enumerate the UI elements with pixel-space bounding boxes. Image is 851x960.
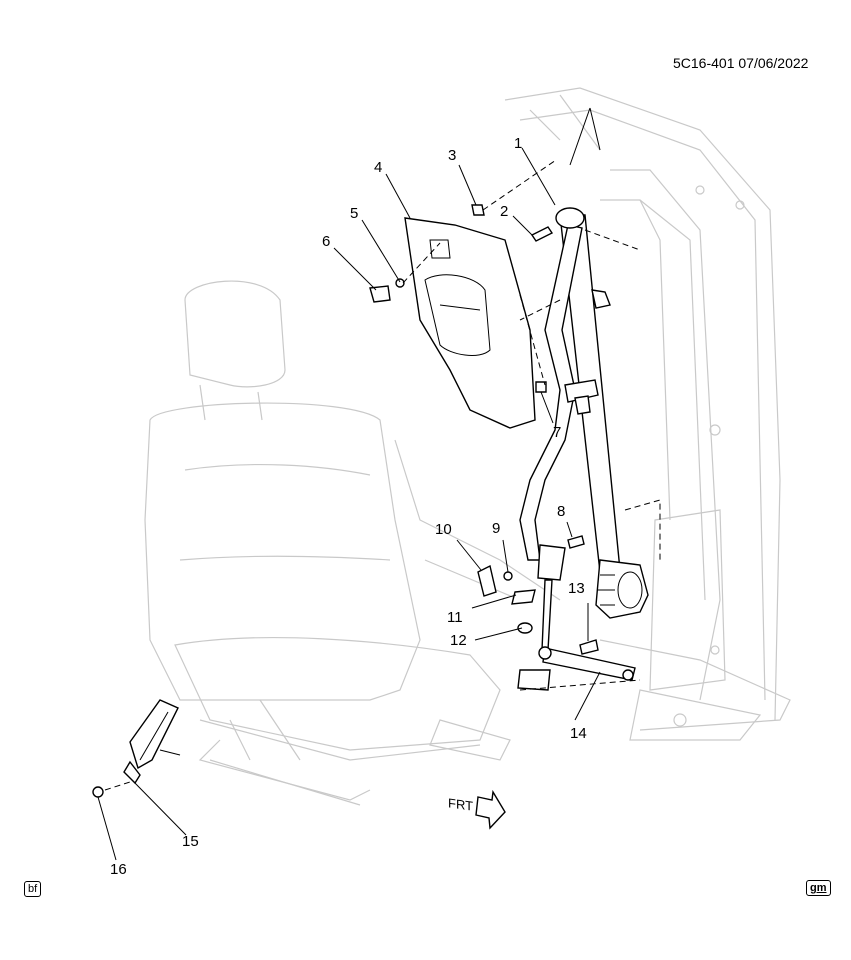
callout-13: 13	[568, 580, 585, 597]
body-pillar-ghost	[394, 87, 791, 741]
nut-16	[92, 786, 104, 798]
callout-1: 1	[514, 135, 523, 152]
callout-8: 8	[557, 503, 566, 520]
cover-10	[477, 564, 497, 597]
callout-4: 4	[374, 159, 383, 176]
seat-belt-assembly	[517, 207, 649, 691]
callout-7: 7	[553, 424, 562, 441]
callout-15: 15	[182, 833, 199, 850]
cap-6	[369, 285, 391, 303]
bolt-8	[567, 535, 585, 549]
seat-ghost	[144, 280, 511, 806]
gm-logo-badge: gm	[806, 880, 831, 896]
diagram-code: 5C16-401 07/06/2022	[673, 55, 809, 71]
callout-10: 10	[435, 521, 452, 538]
leader-lines	[97, 107, 601, 861]
callout-5: 5	[350, 205, 359, 222]
bolt-2	[530, 226, 554, 242]
callout-14: 14	[570, 725, 587, 742]
seat-belt-buckle	[123, 699, 181, 785]
dashed-lines	[104, 159, 661, 791]
fasteners	[92, 204, 599, 798]
front-direction-arrow	[475, 789, 506, 830]
pillar-trim-panel	[404, 217, 536, 429]
callout-6: 6	[322, 233, 331, 250]
nut-9	[503, 571, 513, 581]
callout-12: 12	[450, 632, 467, 649]
bolt-13	[579, 639, 599, 655]
bf-badge: bf	[24, 881, 42, 897]
callout-11: 11	[447, 609, 463, 626]
callout-9: 9	[492, 520, 501, 537]
washer-12	[517, 622, 533, 634]
clip-7	[535, 381, 547, 393]
callout-16: 16	[110, 861, 127, 878]
clip-3	[471, 204, 485, 216]
bracket-11	[511, 589, 536, 605]
screw-5	[395, 278, 405, 288]
callout-3: 3	[448, 147, 457, 164]
callout-2: 2	[500, 203, 509, 220]
